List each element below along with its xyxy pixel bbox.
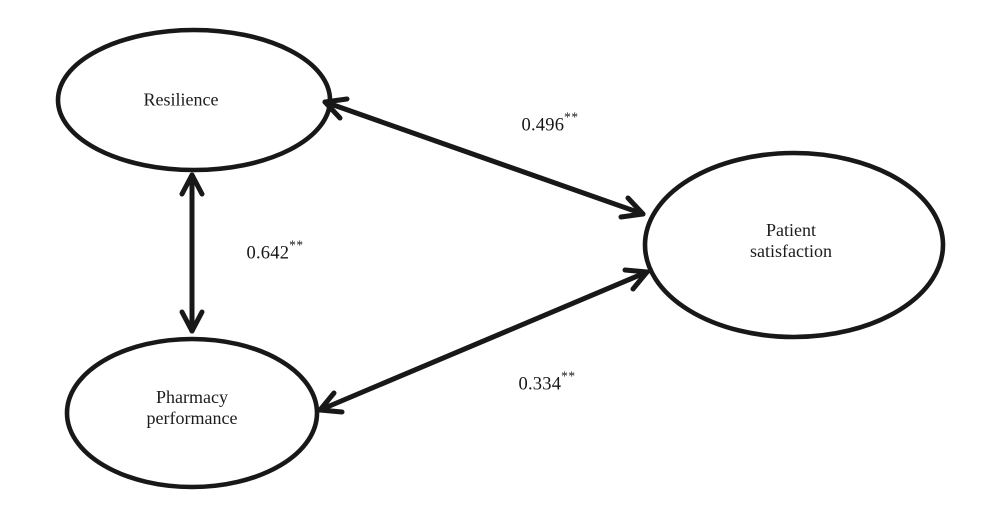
edge-coefficient-resilience-patient-satisfaction: 0.496** [521, 111, 579, 137]
arrowhead-icon [317, 390, 345, 415]
arrowhead-icon [622, 267, 650, 292]
node-ellipse-patient-satisfaction [642, 150, 946, 340]
node-label-pharmacy-performance: Pharmacy performance [146, 386, 238, 428]
node-label-patient-satisfaction: Patient satisfaction [750, 219, 832, 261]
arrowhead-icon [322, 96, 350, 121]
node-label-resilience: Resilience [143, 89, 219, 110]
coefficient-value: 0.642 [246, 243, 290, 264]
arrowhead-icon [618, 195, 646, 220]
edge-coefficient-pharmacy-performance-patient-satisfaction: 0.334** [518, 370, 576, 396]
correlation-arrow-pharmacy-performance-patient-satisfaction [317, 267, 650, 415]
coefficient-value: 0.334 [518, 374, 562, 395]
arrowhead-icon [179, 309, 205, 334]
significance-stars: ** [561, 368, 576, 384]
significance-stars: ** [564, 109, 579, 125]
significance-stars: ** [289, 237, 304, 253]
arrowhead-icon [179, 172, 205, 197]
coefficient-value: 0.496 [521, 115, 565, 136]
node-ellipse-pharmacy-performance [64, 336, 320, 490]
edge-coefficient-resilience-pharmacy-performance: 0.642** [246, 239, 304, 265]
correlation-arrow-resilience-pharmacy-performance [179, 172, 205, 334]
correlation-arrow-resilience-patient-satisfaction [322, 96, 646, 220]
